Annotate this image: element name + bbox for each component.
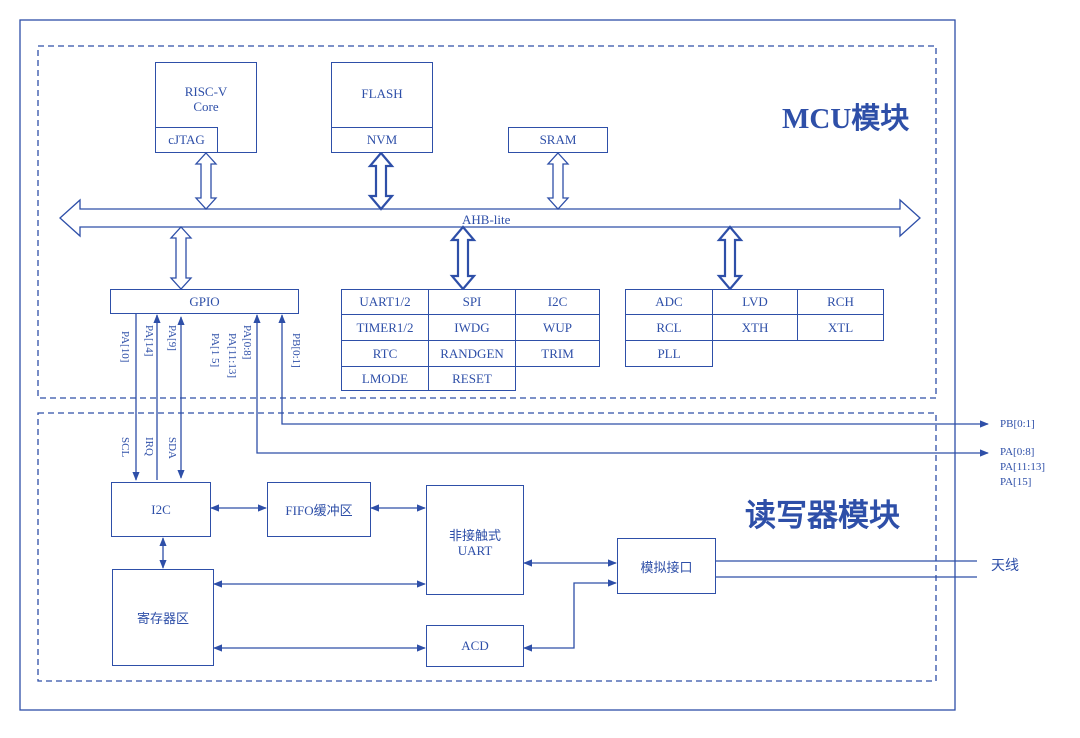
- wire-pa-external: [253, 314, 989, 457]
- periph-adc: ADC: [625, 289, 713, 315]
- periph-lmode: LMODE: [341, 366, 429, 391]
- register-area-box: 寄存器区: [112, 569, 214, 666]
- nvm-box: NVM: [331, 127, 433, 153]
- uart-label: 非接触式 UART: [426, 526, 524, 562]
- register-area-label: 寄存器区: [136, 611, 189, 626]
- pin-label-pa11-13: PA[11:13]: [226, 333, 238, 379]
- periph-reset: RESET: [428, 366, 516, 391]
- reader-i2c-label: I2C: [151, 501, 171, 517]
- periph-uart12: UART1/2: [341, 289, 429, 315]
- mcu-module-title: MCU模块: [782, 103, 910, 135]
- uart-line2: UART: [457, 543, 493, 558]
- periph-wup: WUP: [515, 314, 600, 341]
- pin-label-pa9: PA[9]: [166, 325, 178, 351]
- periph-xth: XTH: [712, 314, 798, 341]
- wire-pb-external: [278, 314, 989, 428]
- pin-label-pa15: PA[1 5]: [209, 333, 221, 368]
- periph-pll: PLL: [625, 340, 713, 367]
- signal-label-irq: IRQ: [143, 437, 155, 456]
- gpio-bus-arrow: [169, 226, 193, 290]
- wire-acd-analog: [523, 579, 617, 652]
- sram-bus-arrow: [546, 152, 570, 210]
- uart-box: [426, 485, 524, 595]
- periph-xtl: XTL: [797, 314, 884, 341]
- sram-label: SRAM: [539, 132, 577, 147]
- external-label-pa0-8: PA[0:8]: [1000, 446, 1035, 458]
- external-label-pb: PB[0:1]: [1000, 418, 1035, 430]
- periph-rch: RCH: [797, 289, 884, 315]
- gpio-label: GPIO: [189, 293, 220, 309]
- periph-trim: TRIM: [515, 340, 600, 367]
- flash-label: FLASH: [361, 85, 403, 101]
- analog-interface-box: 模拟接口: [617, 538, 716, 594]
- mcu-module-frame: [37, 45, 937, 399]
- pin-label-pa14: PA[14]: [143, 325, 155, 357]
- periph-randgen: RANDGEN: [428, 340, 516, 367]
- periph-rtc: RTC: [341, 340, 429, 367]
- signal-label-scl: SCL: [119, 437, 131, 458]
- external-label-pa15: PA[15]: [1000, 476, 1032, 488]
- periph-rcl: RCL: [625, 314, 713, 341]
- reader-i2c-box: I2C: [111, 482, 211, 537]
- periph-i2c: I2C: [515, 289, 600, 315]
- pin-label-pa10: PA[10]: [119, 331, 131, 363]
- pin-label-pa0-8: PA[0:8]: [241, 325, 253, 360]
- cjtag-box: cJTAG: [155, 127, 218, 153]
- periph-iwdg: IWDG: [428, 314, 516, 341]
- periph-spi: SPI: [428, 289, 516, 315]
- periph-left-bus-arrow: [449, 225, 477, 291]
- reader-module-frame: [37, 412, 937, 682]
- fifo-label: FIFO缓冲区: [285, 503, 353, 518]
- nvm-label: NVM: [366, 132, 398, 147]
- reader-module-title: 读写器模块: [745, 498, 900, 533]
- periph-timer12: TIMER1/2: [341, 314, 429, 341]
- periph-lvd: LVD: [712, 289, 798, 315]
- ahb-bus-arrow: [59, 198, 921, 238]
- cjtag-label: cJTAG: [168, 132, 205, 147]
- nvm-bus-arrow: [367, 151, 395, 211]
- signal-label-sda: SDA: [166, 437, 178, 460]
- cpu-core-line2: Core: [193, 99, 219, 114]
- external-label-pa11-13: PA[11:13]: [1000, 461, 1046, 473]
- analog-interface-label: 模拟接口: [640, 559, 693, 575]
- fifo-box: FIFO缓冲区: [267, 482, 371, 537]
- acd-box: ACD: [426, 625, 524, 667]
- ahb-bus-label: AHB-lite: [462, 212, 511, 227]
- cpu-core-label: RISC-V Core: [155, 82, 257, 118]
- uart-line1: 非接触式: [448, 528, 501, 544]
- periph-right-bus-arrow: [716, 225, 744, 291]
- sram-box: SRAM: [508, 127, 608, 153]
- pin-label-pb0-1: PB[0:1]: [290, 333, 302, 368]
- gpio-box: GPIO: [110, 289, 299, 314]
- cpu-bus-arrow: [194, 152, 218, 210]
- antenna-label: 天线: [991, 559, 1019, 574]
- acd-label: ACD: [461, 638, 489, 653]
- cpu-core-line1: RISC-V: [184, 84, 228, 100]
